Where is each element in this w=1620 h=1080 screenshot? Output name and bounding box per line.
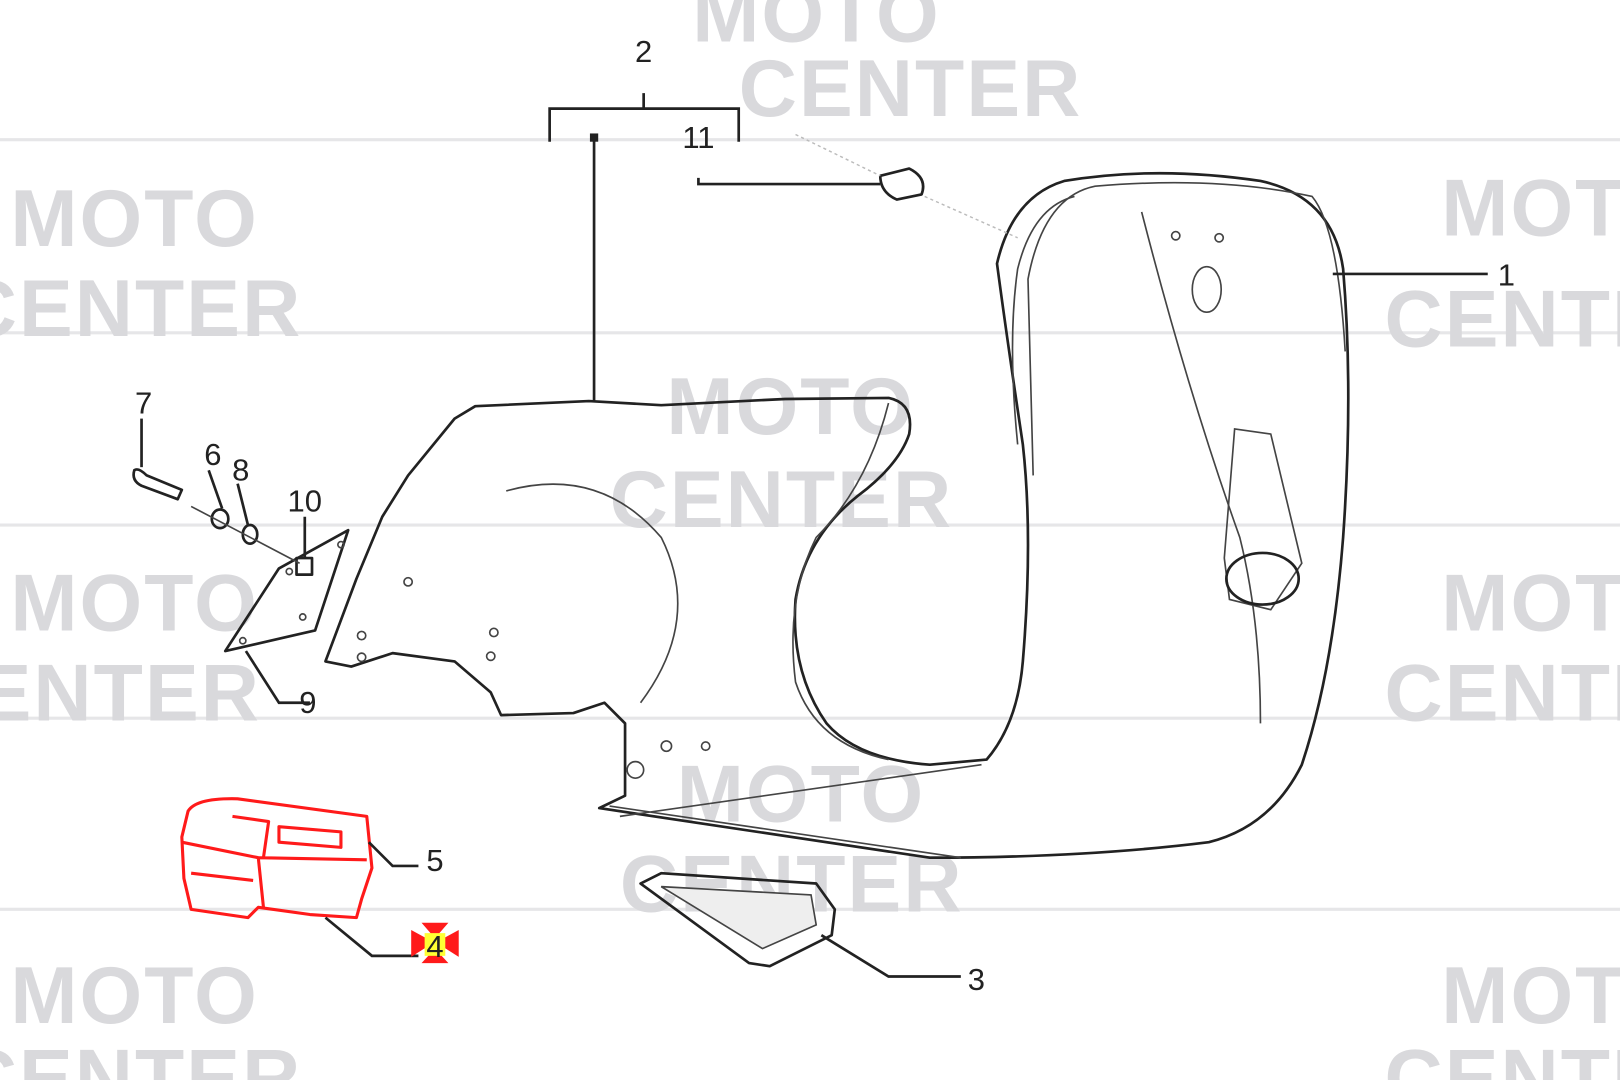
part-3-mat[interactable] bbox=[639, 871, 837, 968]
callout-1[interactable]: 1 bbox=[1498, 257, 1515, 292]
leader-lines bbox=[140, 93, 1488, 978]
watermark-text: MOTO bbox=[666, 362, 915, 452]
selected-marker[interactable]: 4 bbox=[411, 922, 459, 964]
callout-2[interactable]: 2 bbox=[635, 34, 652, 69]
callout-5[interactable]: 5 bbox=[426, 843, 443, 878]
watermark-text: MOTO bbox=[10, 951, 259, 1041]
part-11-cap[interactable] bbox=[795, 133, 1018, 239]
watermark-text: MOTO bbox=[1441, 164, 1620, 254]
part-9-bracket[interactable] bbox=[223, 528, 350, 653]
callout-9[interactable]: 9 bbox=[299, 685, 316, 720]
callout-3[interactable]: 3 bbox=[968, 962, 985, 997]
callout-8[interactable]: 8 bbox=[232, 453, 249, 488]
watermark-text: CENTER bbox=[1384, 1034, 1620, 1080]
watermark-text: CENTER bbox=[0, 648, 261, 738]
watermark-text: MOTO bbox=[692, 0, 941, 59]
part-1-frame[interactable] bbox=[324, 171, 1350, 860]
callout-6[interactable]: 6 bbox=[204, 437, 221, 472]
callout-7[interactable]: 7 bbox=[135, 385, 152, 420]
part-10-nut[interactable] bbox=[295, 556, 314, 576]
watermark-text: CENTER bbox=[0, 1034, 302, 1080]
watermark-text: CENTER bbox=[610, 455, 954, 545]
callouts: 1 2 3 4 5 6 7 8 9 10 11 bbox=[135, 34, 1515, 997]
watermark-text: MOTO bbox=[10, 558, 259, 648]
part-6-washer[interactable] bbox=[210, 508, 230, 530]
watermark-text: CENTER bbox=[0, 264, 302, 354]
watermark-text: CENTER bbox=[1384, 648, 1620, 738]
watermark-text: MOTO bbox=[1441, 558, 1620, 648]
watermark-text: CENTER bbox=[1384, 274, 1620, 364]
callout-10[interactable]: 10 bbox=[288, 484, 322, 519]
watermark-text: MOTO bbox=[10, 174, 259, 264]
part-4-5-glovebox[interactable] bbox=[180, 797, 374, 920]
watermark-text: CENTER bbox=[739, 44, 1083, 134]
callout-4[interactable]: 4 bbox=[426, 929, 443, 964]
part-7-bolt[interactable] bbox=[132, 468, 184, 501]
callout-11[interactable]: 11 bbox=[682, 120, 714, 155]
watermark-text: MOTO bbox=[1441, 951, 1620, 1041]
